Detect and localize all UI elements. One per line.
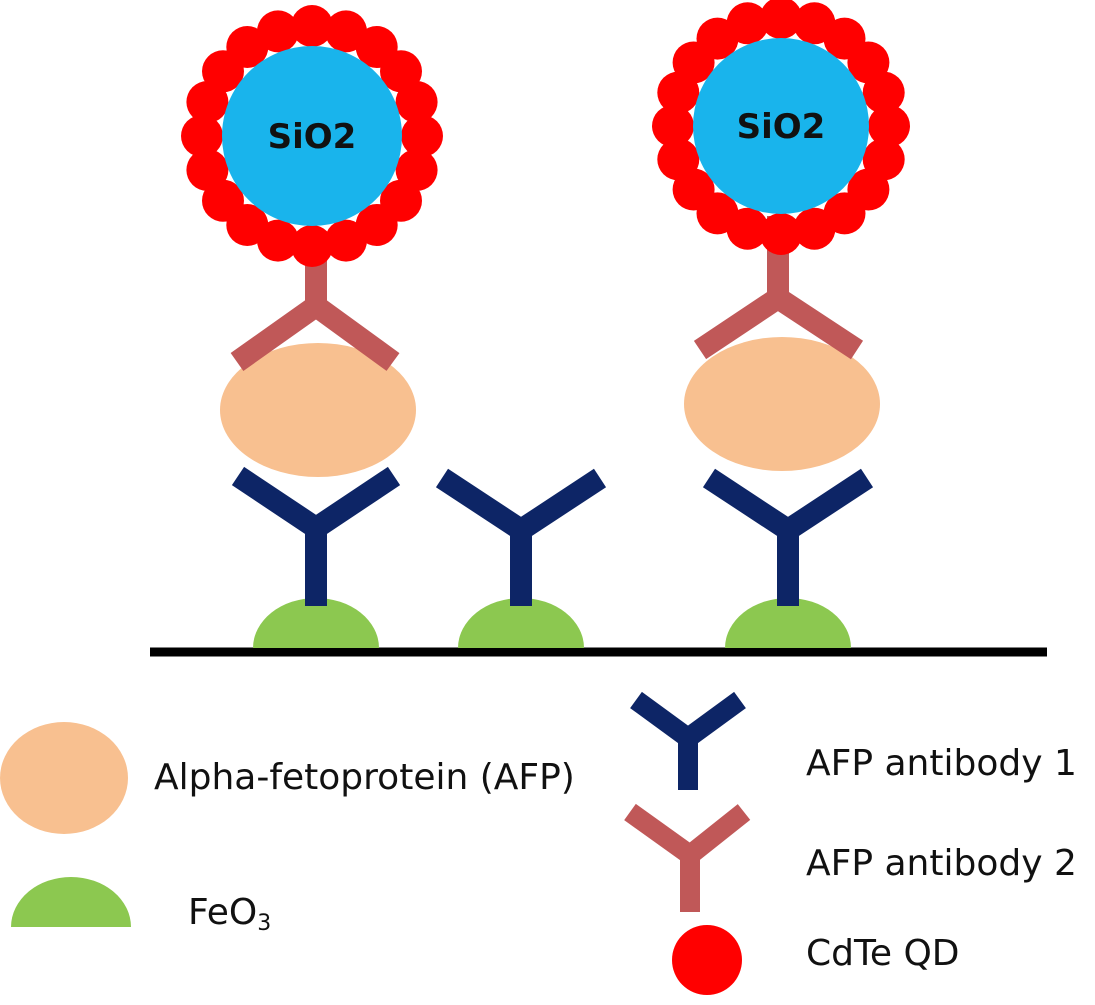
complex-3-qd-16 xyxy=(760,0,802,39)
complex-1-qd-10 xyxy=(186,149,229,191)
silica-core-1 xyxy=(222,46,402,226)
legend-qd-label: CdTe QD xyxy=(806,933,960,974)
complex-3-qd-15 xyxy=(726,2,769,45)
antibody1-3 xyxy=(702,468,874,606)
legend-qd-icon xyxy=(672,925,742,995)
antibody1-2 xyxy=(435,468,607,606)
qd-ring-3 xyxy=(652,0,910,255)
legend-fe-label-sub: 3 xyxy=(257,911,272,936)
complex-1-qd-15 xyxy=(257,10,299,53)
legend-fe-icon xyxy=(11,877,131,927)
complex-1-qd-1 xyxy=(401,115,443,157)
legend-antibody1-label: AFP antibody 1 xyxy=(806,743,1077,784)
fe-particle-1 xyxy=(253,598,379,648)
complex-3-qd-6 xyxy=(760,213,802,255)
complex-1-qd-11 xyxy=(181,115,223,157)
complex-2 xyxy=(435,468,607,648)
legend-symbols xyxy=(0,691,751,995)
legend-afp-icon xyxy=(0,722,128,834)
legend-antibody2-icon xyxy=(624,803,751,912)
silica-core-3-label: SiO2 xyxy=(737,107,826,147)
afp-3 xyxy=(684,337,880,471)
legend-fe-label-main: FeO xyxy=(188,892,258,933)
complex-1-qd-6 xyxy=(291,225,333,267)
legend-antibody1-icon xyxy=(630,691,746,790)
fe-particle-3 xyxy=(725,598,851,648)
complex-3-qd-11 xyxy=(652,105,694,147)
legend-antibody2-label: AFP antibody 2 xyxy=(806,843,1077,884)
fe-particle-2 xyxy=(458,598,584,648)
qd-ring-1 xyxy=(181,5,443,267)
silica-core-3 xyxy=(693,38,869,214)
complex-3-qd-20 xyxy=(862,71,905,114)
legend-afp-label: Alpha-fetoprotein (AFP) xyxy=(154,757,575,798)
complex-1-qd-5 xyxy=(325,219,367,262)
complex-3-qd-5 xyxy=(793,207,836,250)
complex-1-qd-20 xyxy=(395,81,438,123)
legend-fe-label: FeO3 xyxy=(188,895,271,935)
silica-core-1-label: SiO2 xyxy=(268,117,357,157)
complex-1: SiO2 xyxy=(181,5,443,648)
afp-1 xyxy=(220,343,416,477)
complex-1-qd-16 xyxy=(291,5,333,47)
complex-3-qd-1 xyxy=(868,105,910,147)
antibody1-1 xyxy=(231,466,401,606)
complex-3-qd-10 xyxy=(657,138,700,181)
complex-3: SiO2 xyxy=(652,0,910,648)
